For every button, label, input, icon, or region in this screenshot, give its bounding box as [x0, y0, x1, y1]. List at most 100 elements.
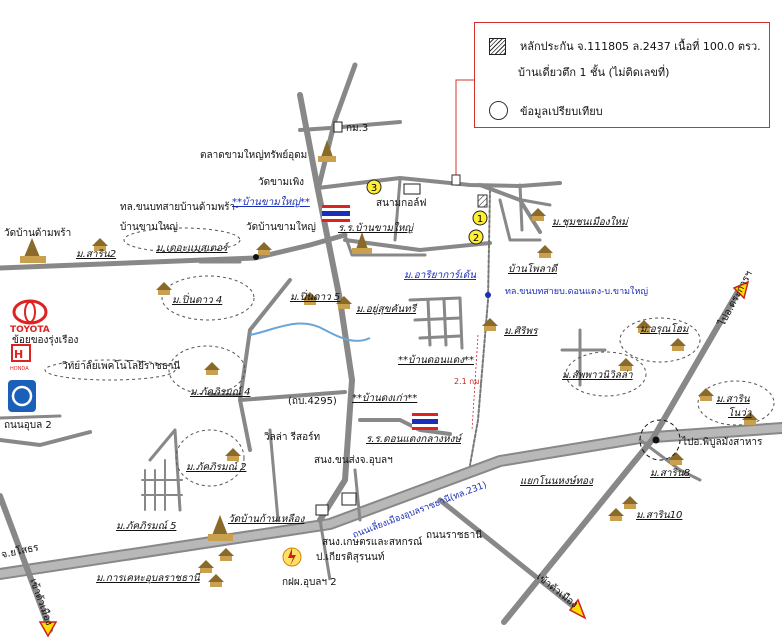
legend-comparison-label: ข้อมูลเปรียบเทียบ	[520, 104, 603, 118]
collateral-parcel	[477, 194, 488, 208]
label-pin-kao5: ม.ปิ่นดาว 5	[290, 289, 340, 303]
marker-1[interactable]: 1	[472, 210, 488, 226]
road-to-city-se	[437, 497, 583, 615]
temple-icon	[208, 515, 233, 541]
label-ban-don-daeng: **บ้านดอนแดง**	[398, 354, 474, 366]
marker-3[interactable]: 3	[366, 179, 382, 195]
label-wat-kham-phoeng: วัดขามเพิง	[258, 177, 304, 188]
label-saran10: ม.สาริน10	[636, 509, 682, 521]
bank-logo-icon	[8, 380, 36, 412]
svg-text:TOYOTA: TOYOTA	[10, 325, 50, 335]
label-road-4295: (ถบ.4295)	[288, 396, 337, 407]
school-flag-icon	[322, 205, 350, 222]
label-to-phibun: ไปอ.พิบูลมังสาหาร	[681, 436, 763, 448]
label-leader: ม.เดอะแมสเตอร์	[156, 242, 229, 254]
arrow-to-yasothon-icon	[38, 621, 58, 638]
label-saran8: ม.สาริน8	[650, 467, 690, 479]
road-west-down	[0, 493, 53, 633]
comparison-markers[interactable]: 1 2 3	[366, 179, 488, 245]
label-college: วิทยาลัยเพคโนโลยีราชธานี	[62, 359, 181, 372]
label-phak2: ม.ภัคภิรมณ์ 2	[186, 461, 246, 473]
svg-text:HONDA: HONDA	[10, 366, 29, 372]
hatch-swatch-icon	[489, 37, 506, 55]
legend-collateral-desc-row: บ้านเดี่ยวตึก 1 ชั้น (ไม่ติดเลขที่)	[518, 63, 669, 81]
legend-collateral-desc: บ้านเดี่ยวตึก 1 ชั้น (ไม่ติดเลขที่)	[518, 66, 670, 79]
transport-building-icon	[341, 492, 357, 506]
label-agri: สนง.เกษตรและสหกรณ์	[322, 536, 422, 548]
honda-logo-icon: H HONDA	[10, 344, 31, 372]
label-chum-chon: ม.ชุมชนเมืองใหม่	[552, 216, 630, 228]
temple-icon	[20, 238, 46, 263]
label-golf: สนามกอล์ฟ	[376, 197, 426, 209]
temple-icon	[352, 232, 372, 254]
label-egat: กฝผ.อุบลฯ 2	[282, 577, 337, 588]
label-to-city-left: เข้าตัวเมือง	[27, 577, 55, 627]
label-yusuk: ม.อยู่สุขคันทรี	[356, 303, 418, 315]
golf-building-icon	[403, 183, 421, 195]
label-saran-nowa-1: ม.สาริน	[716, 393, 751, 405]
junction-circle	[639, 419, 681, 461]
label-siriporn: ม.ศิริพร	[504, 325, 539, 337]
km3-marker-icon	[333, 121, 343, 133]
label-wat-kan-lueang: วัดบ้านก้านเหลือง	[228, 513, 306, 525]
label-saran2: ม.สาริน2	[76, 248, 116, 260]
label-phak5: ม.ภัคภิรมณ์ 5	[116, 520, 176, 532]
svg-text:1: 1	[477, 214, 483, 225]
temple-icon	[318, 140, 336, 162]
label-km3: กม.3	[346, 123, 368, 134]
svg-text:2: 2	[473, 233, 479, 244]
label-rural-road-east: ทล.ขนบทสายบ.ดอนแดง-บ.ขามใหญ่	[505, 286, 648, 297]
label-toyota-dealer: ข้อยของรุ่งเรือง	[12, 334, 78, 346]
label-ratchathani-road: ถนนราชธานี	[426, 529, 482, 541]
label-aramin: ม.อรุณโฮม	[640, 323, 690, 335]
junction-dot	[485, 292, 491, 298]
road-4295	[238, 390, 347, 402]
junction-dot	[253, 254, 259, 260]
label-market: ตลาดขามใหญ่ทรัพย์อุดม	[200, 149, 307, 161]
toyota-logo-icon: TOYOTA	[10, 299, 50, 335]
label-villa: วิลล่า รีสอร์ท	[264, 431, 320, 443]
label-wat-dam-phra: วัดบ้านด้ามพร้า	[4, 227, 71, 239]
label-rural-road-2: บ้านขามใหญ่	[120, 221, 178, 233]
agri-building-icon	[315, 504, 329, 516]
svg-text:3: 3	[371, 183, 377, 194]
junction-dot	[652, 436, 660, 444]
label-distance: 2.1 กม.	[454, 377, 482, 386]
house-icons	[92, 208, 758, 587]
arrow-to-city-icon	[568, 598, 587, 620]
label-agri-2: ป.เกียรติสุรนนท์	[316, 551, 384, 563]
label-wat-kham-yai: วัดบ้านขามใหญ่	[246, 221, 316, 233]
legend-comparison-row: ข้อมูลเปรียบเทียบ	[489, 101, 603, 120]
road-to-trakan	[501, 285, 743, 625]
label-arrisa: ม.อาริยาการ์เด้น	[404, 269, 477, 281]
egat-logo-icon	[282, 547, 302, 567]
label-to-city-right: เข้าตัวเมือง	[534, 571, 580, 611]
marker-2[interactable]: 2	[468, 229, 484, 245]
circle-swatch-icon	[489, 101, 508, 120]
label-pin-kao4: ม.ปิ่นดาว 4	[172, 292, 222, 306]
school-flag-icon	[412, 413, 438, 430]
legend-collateral-label: หลักประกัน จ.111805 ล.2437 เนื้อที่ 100.…	[520, 40, 761, 53]
stream	[249, 322, 371, 342]
label-rural-road-1: ทล.ขนบทสายบ้านด้ามพร้า-	[120, 201, 239, 213]
label-ban-dong-kao: **บ้านดงเก่า**	[352, 392, 417, 404]
label-karakede: ม.การเคหะอุบลราชธานี	[96, 572, 201, 584]
label-udon2: ถนนอุบล 2	[4, 420, 52, 431]
label-school-don-daeng: ร.ร.ดอนแดงกลางหงษ์	[366, 433, 463, 445]
legend-collateral-row: หลักประกัน จ.111805 ล.2437 เนื้อที่ 100.…	[489, 37, 761, 55]
label-junction: แยกโนนหงษ์ทอง	[520, 475, 594, 487]
road-ew-north	[0, 232, 348, 271]
arrow-to-trakan-icon	[732, 280, 750, 300]
village-areas	[44, 227, 775, 487]
label-school-kham-yai: ร.ร.บ้านขามใหญ่	[338, 222, 415, 234]
label-ban-kham-yai: **บ้านขามใหญ่**	[232, 196, 310, 208]
svg-text:H: H	[14, 348, 23, 361]
label-phak4: ม.ภัคภิรมณ์ 4	[190, 386, 250, 398]
label-ban-pho-di: บ้านโพลาดี	[508, 263, 559, 275]
road-don-daeng	[469, 189, 491, 466]
label-to-trakan: ไปอ.ตระการฯ	[715, 269, 754, 329]
map-legend: หลักประกัน จ.111805 ล.2437 เนื้อที่ 100.…	[474, 22, 770, 128]
label-transport: สนง.ขนส่งจ.อุบลฯ	[314, 455, 393, 466]
label-sapphawan: ม.สัพพาวนิวิลล่า	[562, 369, 633, 381]
